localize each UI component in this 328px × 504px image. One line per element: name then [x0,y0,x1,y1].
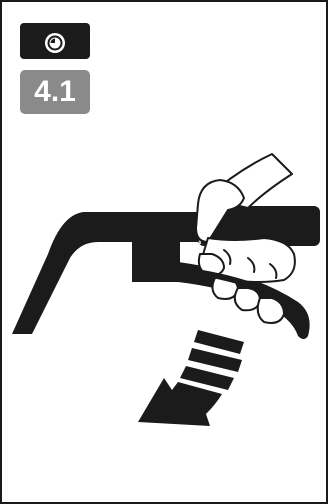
curved-arrow-down-left-icon [138,330,244,426]
lever-clamp [132,234,180,282]
hand-pulling-brake-lever-illustration [2,142,328,442]
step-number-badge: 4.1 [20,70,90,114]
camera-timer-icon [20,23,90,59]
